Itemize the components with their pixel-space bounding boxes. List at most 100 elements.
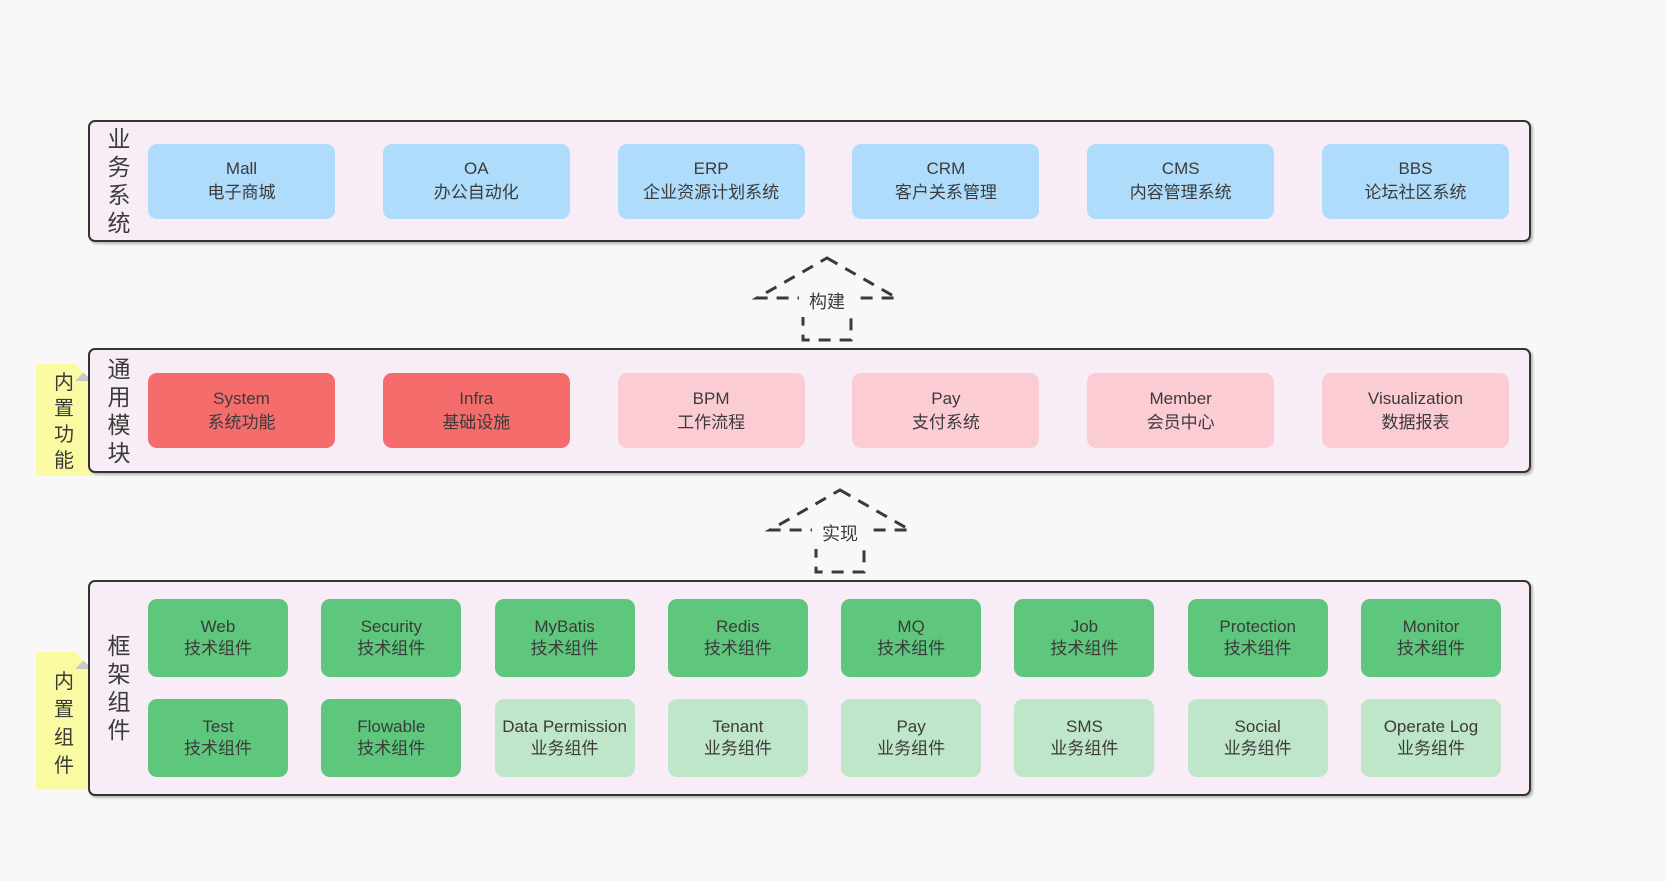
box-subtitle: 工作流程 — [677, 412, 746, 432]
box-title: MyBatis — [534, 617, 595, 636]
sticky-note-built-in-components: 内置组件 — [36, 652, 92, 790]
box-title: MQ — [897, 617, 925, 636]
box-title: System — [213, 388, 270, 408]
arrow-label: 构建 — [809, 292, 845, 312]
module-box-erp: ERP 企业资源计划系统 — [617, 143, 805, 219]
box-title: Protection — [1219, 617, 1296, 636]
box-subtitle: 数据报表 — [1381, 412, 1450, 432]
box-subtitle: 办公自动化 — [433, 183, 519, 202]
box-title: BPM — [692, 388, 730, 408]
sticky-note-text: 内置组件 — [54, 671, 74, 777]
module-box-infra: Infra 基础设施 — [382, 373, 570, 448]
module-box-web: Web 技术组件 — [148, 599, 288, 677]
module-box-tenant: Tenant 业务组件 — [667, 699, 808, 777]
box-subtitle: 技术组件 — [1050, 639, 1119, 658]
box-subtitle: 技术组件 — [357, 739, 426, 758]
box-title: Social — [1234, 717, 1281, 736]
module-box-monitor: Monitor 技术组件 — [1360, 599, 1501, 677]
module-box-mybatis: MyBatis 技术组件 — [494, 599, 635, 677]
module-box-protection: Protection 技术组件 — [1187, 599, 1328, 677]
box-subtitle: 业务组件 — [703, 739, 772, 758]
box-title: Mall — [225, 159, 258, 178]
box-title: Pay — [931, 388, 961, 408]
box-title: Redis — [716, 617, 760, 636]
box-subtitle: 业务组件 — [1223, 739, 1292, 758]
box-title: Infra — [459, 388, 494, 408]
build-arrow-icon: 构建 — [752, 256, 902, 342]
implement-arrow-icon: 实现 — [765, 488, 915, 574]
box-subtitle: 技术组件 — [703, 639, 772, 658]
box-subtitle: 企业资源计划系统 — [643, 183, 780, 202]
section-label: 业务系统 — [107, 126, 131, 236]
module-box-bbs: BBS 论坛社区系统 — [1321, 143, 1509, 219]
module-box-redis: Redis 技术组件 — [667, 599, 808, 677]
box-subtitle: 技术组件 — [184, 639, 252, 658]
module-box-member: Member 会员中心 — [1087, 373, 1275, 448]
box-title: Job — [1070, 617, 1099, 636]
box-title: OA — [464, 159, 489, 178]
box-subtitle: 支付系统 — [911, 412, 980, 432]
box-title: Flowable — [357, 717, 426, 736]
box-title: ERP — [693, 159, 729, 178]
box-subtitle: 技术组件 — [184, 739, 252, 758]
box-subtitle: 客户关系管理 — [894, 183, 997, 202]
module-box-job: Job 技术组件 — [1014, 599, 1155, 677]
module-box-social: Social 业务组件 — [1187, 699, 1328, 777]
section-label: 通用模块 — [107, 355, 131, 466]
module-box-security: Security 技术组件 — [321, 599, 462, 677]
box-subtitle: 内容管理系统 — [1129, 183, 1232, 202]
module-box-visualization: Visualization 数据报表 — [1321, 373, 1509, 448]
module-box-pay: Pay 业务组件 — [841, 699, 982, 777]
module-box-pay: Pay 支付系统 — [852, 373, 1040, 448]
module-box-system: System 系统功能 — [148, 373, 335, 448]
box-subtitle: 技术组件 — [530, 639, 599, 658]
box-subtitle: 基础设施 — [442, 412, 511, 432]
module-box-oa: OA 办公自动化 — [382, 143, 570, 219]
section-common-modules: 通用模块 System 系统功能 Infra 基础设施 BPM 工作流程 Pay 支付系统 Me… — [88, 348, 1531, 473]
box-subtitle: 电子商城 — [207, 183, 276, 202]
box-title: Web — [200, 617, 236, 636]
module-box-data-permission: Data Permission 业务组件 — [494, 699, 635, 777]
box-title: Security — [360, 617, 422, 636]
section-business-systems: 业务系统 Mall 电子商城 OA 办公自动化 ERP 企业资源计划系统 CRM 客户关系管理… — [88, 120, 1531, 242]
section-boxes: System 系统功能 Infra 基础设施 BPM 工作流程 Pay 支付系统 Member 会… — [148, 350, 1529, 471]
box-subtitle: 业务组件 — [877, 739, 946, 758]
module-box-test: Test 技术组件 — [148, 699, 288, 777]
box-subtitle: 会员中心 — [1146, 412, 1215, 432]
box-title: CRM — [926, 159, 966, 178]
box-subtitle: 技术组件 — [1223, 639, 1292, 658]
box-title: Data Permission — [502, 717, 627, 736]
box-title: Pay — [896, 717, 926, 736]
box-subtitle: 业务组件 — [1396, 739, 1465, 758]
box-title: SMS — [1065, 717, 1103, 736]
box-subtitle: 系统功能 — [207, 412, 276, 432]
module-box-operate-log: Operate Log 业务组件 — [1360, 699, 1501, 777]
box-subtitle: 技术组件 — [357, 639, 426, 658]
module-row: System 系统功能 Infra 基础设施 BPM 工作流程 Pay 支付系统 Member 会… — [148, 373, 1509, 448]
box-title: Operate Log — [1383, 717, 1479, 736]
module-box-crm: CRM 客户关系管理 — [852, 143, 1040, 219]
box-title: Monitor — [1402, 617, 1460, 636]
box-title: Tenant — [712, 717, 764, 736]
module-box-flowable: Flowable 技术组件 — [321, 699, 462, 777]
box-subtitle: 业务组件 — [530, 739, 599, 758]
box-title: BBS — [1398, 159, 1433, 178]
box-subtitle: 业务组件 — [1050, 739, 1119, 758]
arrow-label: 实现 — [822, 524, 858, 544]
section-label: 框架组件 — [107, 633, 131, 743]
box-subtitle: 技术组件 — [1396, 639, 1465, 658]
box-title: Visualization — [1367, 388, 1464, 408]
box-title: Test — [202, 717, 234, 736]
box-title: Member — [1149, 388, 1212, 408]
box-subtitle: 论坛社区系统 — [1364, 183, 1467, 202]
module-box-bpm: BPM 工作流程 — [617, 373, 805, 448]
